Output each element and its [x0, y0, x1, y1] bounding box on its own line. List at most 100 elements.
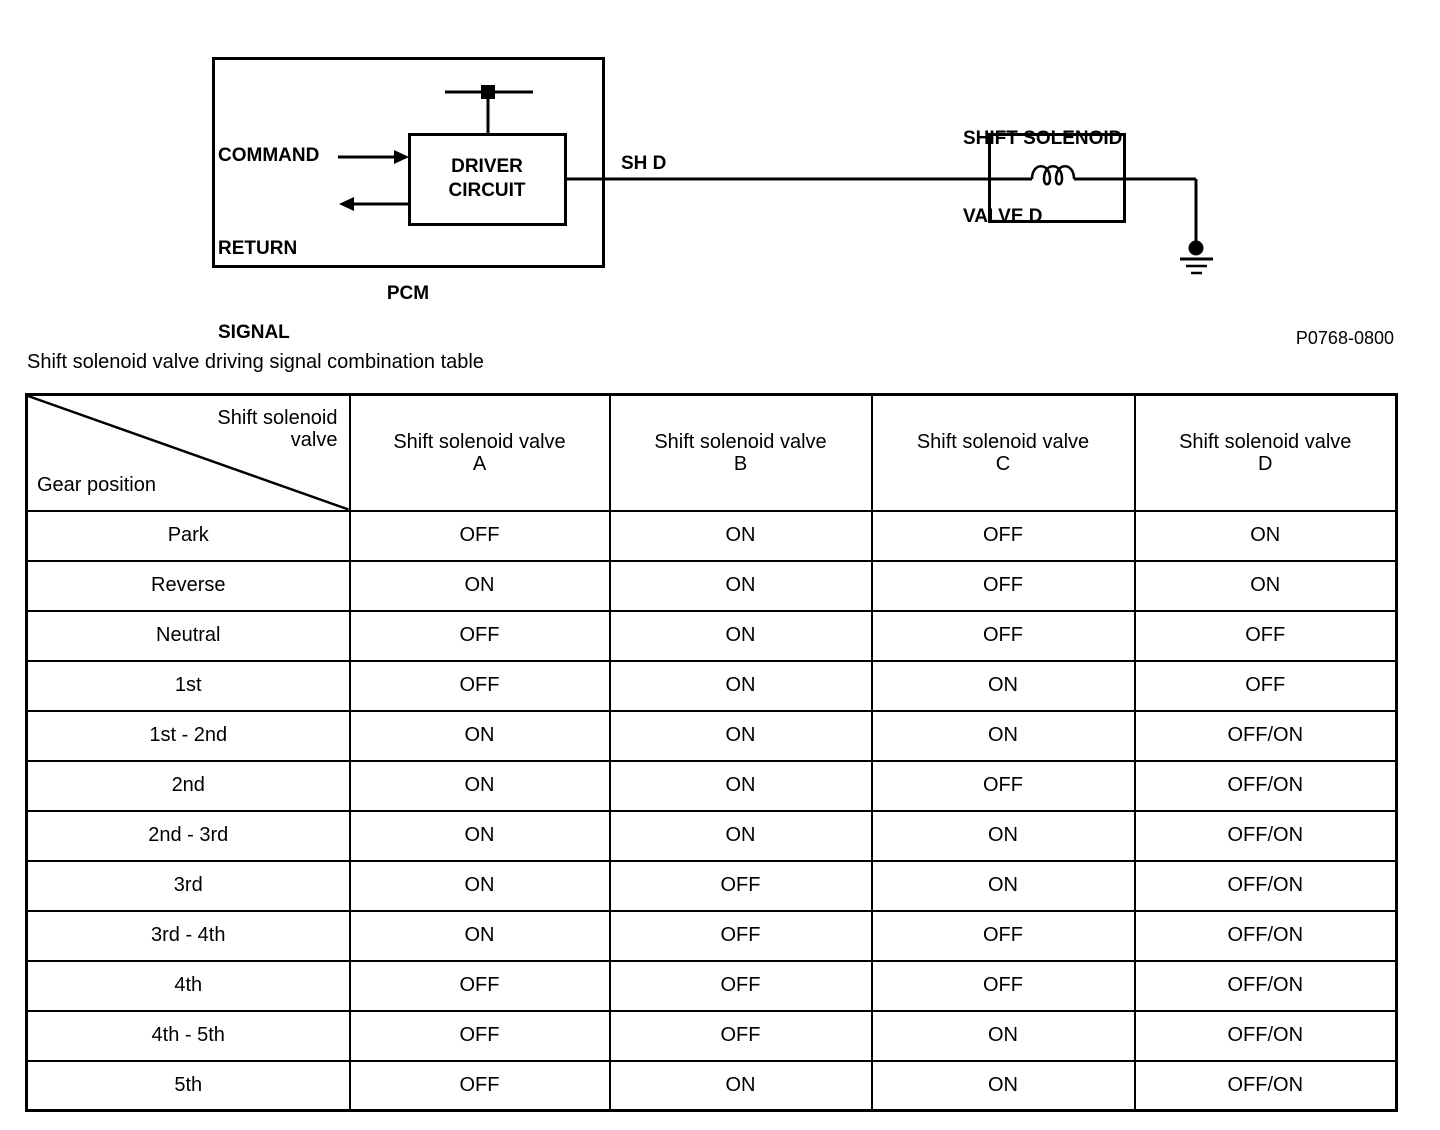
valve-state-cell: OFF — [1133, 659, 1398, 712]
valve-state-cell: ON — [1133, 509, 1398, 562]
gear-position-cell: Reverse — [25, 559, 351, 612]
solenoid-coil-icon — [1030, 165, 1076, 186]
valve-state-cell: OFF/ON — [1133, 1009, 1398, 1062]
valve-state-cell: ON — [608, 609, 873, 662]
valve-state-cell: OFF — [348, 959, 611, 1012]
valve-state-cell: ON — [1133, 559, 1398, 612]
gear-position-cell: 2nd - 3rd — [25, 809, 351, 862]
pcm-label: PCM — [386, 283, 430, 304]
valve-state-cell: OFF — [348, 509, 611, 562]
gear-position-cell: 5th — [25, 1059, 351, 1112]
valve-state-cell: ON — [608, 709, 873, 762]
valve-state-cell: ON — [608, 759, 873, 812]
driver-circuit-box — [408, 133, 567, 226]
command-arrow-icon — [338, 150, 409, 164]
valve-state-cell: OFF — [870, 559, 1136, 612]
valve-state-cell: ON — [608, 659, 873, 712]
shift-solenoid-combination-table: Shift solenoid valve Gear position Shift… — [25, 393, 1398, 1112]
table-header-row: Shift solenoid valve Gear position Shift… — [25, 393, 1398, 512]
valve-state-cell: OFF/ON — [1133, 759, 1398, 812]
valve-state-cell: OFF — [608, 859, 873, 912]
gear-position-cell: 2nd — [25, 759, 351, 812]
valve-state-cell: ON — [608, 1059, 873, 1112]
valve-state-cell: ON — [608, 559, 873, 612]
driver-circuit-label: DRIVER CIRCUIT — [409, 134, 565, 224]
valve-state-cell: ON — [870, 859, 1136, 912]
valve-state-cell: OFF — [870, 959, 1136, 1012]
valve-state-cell: OFF — [1133, 609, 1398, 662]
corner-header-gear: Gear position — [37, 473, 156, 496]
command-label: COMMAND — [218, 145, 320, 166]
valve-state-cell: OFF — [348, 609, 611, 662]
solenoid-label-line2: VALVE D — [963, 206, 1043, 227]
driver-circuit-line1: DRIVER — [451, 156, 523, 177]
gear-position-cell: 1st - 2nd — [25, 709, 351, 762]
table-title: Shift solenoid valve driving signal comb… — [27, 351, 484, 373]
valve-state-cell: ON — [348, 759, 611, 812]
valve-state-cell: ON — [870, 659, 1136, 712]
valve-state-cell: OFF/ON — [1133, 959, 1398, 1012]
valve-state-cell: OFF — [870, 609, 1136, 662]
return-signal-line1: RETURN — [218, 238, 298, 259]
valve-state-cell: ON — [348, 909, 611, 962]
pcm-box — [212, 57, 605, 268]
valve-state-cell: ON — [348, 809, 611, 862]
valve-state-cell: OFF/ON — [1133, 859, 1398, 912]
valve-state-cell: OFF — [348, 1009, 611, 1062]
return-signal-arrow-icon — [339, 197, 409, 211]
corner-header-cell: Shift solenoid valve Gear position — [25, 393, 351, 512]
valve-state-cell: ON — [870, 809, 1136, 862]
valve-state-cell: OFF — [608, 909, 873, 962]
valve-state-cell: OFF — [348, 1059, 611, 1112]
valve-state-cell: OFF/ON — [1133, 809, 1398, 862]
gear-position-cell: 4th - 5th — [25, 1009, 351, 1062]
valve-state-cell: ON — [608, 509, 873, 562]
return-signal-line2: SIGNAL — [218, 322, 290, 343]
valve-state-cell: ON — [348, 709, 611, 762]
ground-icon — [1180, 257, 1213, 275]
gear-position-cell: Park — [25, 509, 351, 562]
gear-position-cell: 1st — [25, 659, 351, 712]
valve-state-cell: OFF — [870, 909, 1136, 962]
return-signal-label: RETURN SIGNAL — [218, 179, 297, 403]
gear-position-cell: 3rd — [25, 859, 351, 912]
valve-state-cell: OFF/ON — [1133, 709, 1398, 762]
valve-state-cell: OFF — [348, 659, 611, 712]
diagonal-divider — [28, 396, 349, 510]
valve-state-cell: OFF — [870, 759, 1136, 812]
gear-position-cell: Neutral — [25, 609, 351, 662]
valve-state-cell: OFF — [608, 959, 873, 1012]
valve-state-cell: ON — [608, 809, 873, 862]
valve-state-cell: ON — [870, 1009, 1136, 1062]
valve-state-cell: OFF — [608, 1009, 873, 1062]
solenoid-label-line1: SHIFT SOLENOID — [963, 128, 1123, 149]
power-supply-icon — [445, 85, 533, 134]
corner-header-valve-line1: Shift solenoid — [217, 407, 338, 429]
figure-code: P0768-0800 — [1295, 328, 1394, 348]
gear-position-cell: 4th — [25, 959, 351, 1012]
valve-state-cell: OFF/ON — [1133, 909, 1398, 962]
driver-circuit-line2: CIRCUIT — [448, 180, 526, 201]
valve-state-cell: OFF/ON — [1133, 1059, 1398, 1112]
valve-state-cell: ON — [348, 559, 611, 612]
shift-solenoid-valve-d-label: SHIFT SOLENOID VALVE D — [963, 74, 1122, 282]
wire-sh-d-label: SH D — [621, 153, 667, 174]
valve-state-cell: ON — [348, 859, 611, 912]
valve-state-cell: ON — [870, 1059, 1136, 1112]
